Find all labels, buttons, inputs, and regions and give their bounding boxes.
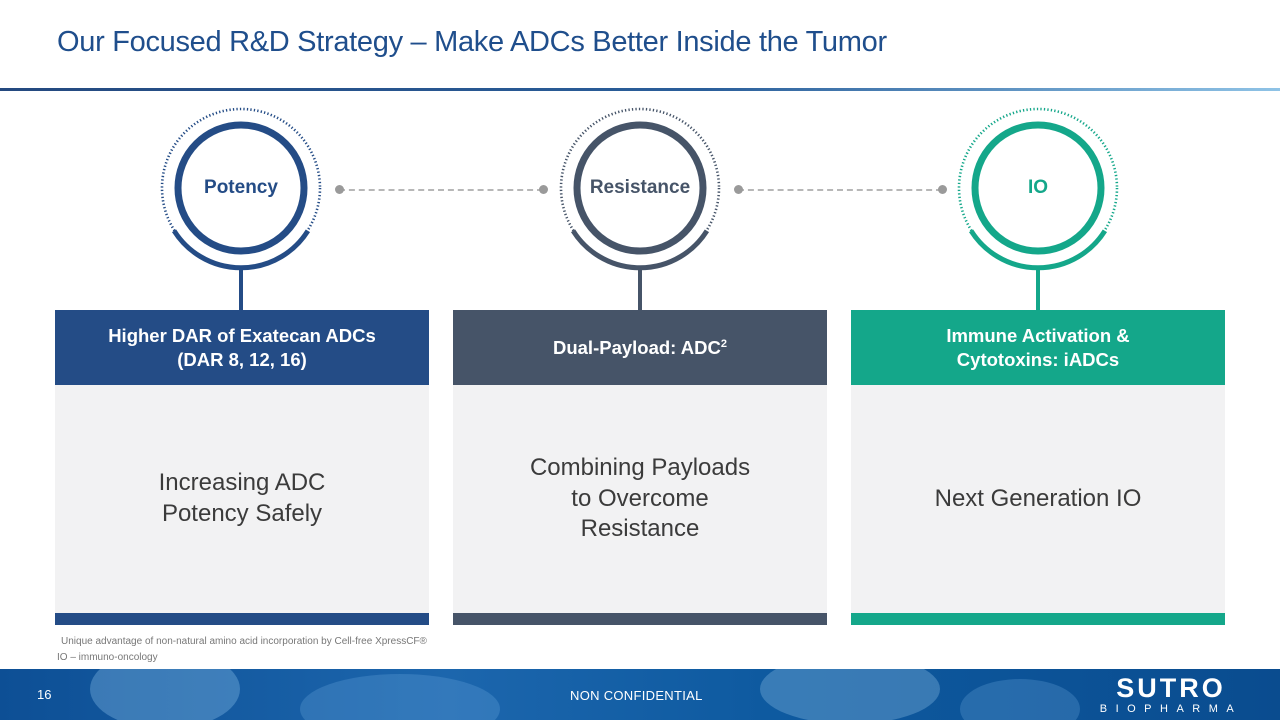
potency-card-heading: Higher DAR of Exatecan ADCs (DAR 8, 12, …	[55, 310, 429, 385]
potency-card: Higher DAR of Exatecan ADCs (DAR 8, 12, …	[55, 310, 429, 625]
resistance-body-line: Combining Payloads	[529, 453, 751, 481]
circle-label-potency: Potency	[204, 177, 278, 198]
resistance-ring-icon: Resistance	[545, 100, 735, 312]
confidentiality-label: NON CONFIDENTIAL	[570, 688, 703, 703]
io-card-body: Next Generation IO	[851, 385, 1225, 613]
io-card: Immune Activation & Cytotoxins: iADCs Ne…	[851, 310, 1225, 625]
io-heading-line: Cytotoxins: iADCs	[956, 348, 1120, 370]
background-texture	[760, 669, 940, 720]
potency-card-footer-bar	[55, 613, 429, 625]
potency-ring-icon: Potency	[146, 100, 336, 312]
page-title: Our Focused R&D Strategy – Make ADCs Bet…	[57, 26, 887, 58]
sutro-biopharma-logo: SUTRO BIOPHARMA	[1096, 675, 1246, 716]
background-texture	[90, 669, 240, 720]
potency-body-line: Potency Safely	[161, 500, 323, 527]
logo-subtitle: BIOPHARMA	[1099, 703, 1243, 715]
resistance-body-line: to Overcome	[571, 484, 709, 512]
connector-dot	[734, 185, 743, 194]
connector-potency-resistance	[339, 189, 543, 191]
connector-resistance-io	[738, 189, 942, 191]
title-divider	[0, 88, 1280, 91]
footnote-xpresscf: Unique advantage of non-natural amino ac…	[61, 636, 427, 647]
connector-dot	[335, 185, 344, 194]
connector-dot	[938, 185, 947, 194]
circle-label-resistance: Resistance	[589, 177, 691, 198]
potency-heading-line: Higher DAR of Exatecan ADCs	[108, 324, 376, 346]
footer-bar: 16 NON CONFIDENTIAL SUTRO BIOPHARMA	[0, 669, 1280, 720]
connector-dot	[539, 185, 548, 194]
io-heading-line: Immune Activation &	[946, 324, 1130, 346]
resistance-card-heading: Dual-Payload: ADC2	[453, 310, 827, 385]
background-texture	[300, 674, 500, 720]
potency-heading-line: (DAR 8, 12, 16)	[177, 348, 307, 370]
resistance-card-body: Combining Payloads to Overcome Resistanc…	[453, 385, 827, 613]
logo-wordmark: SUTRO	[1116, 673, 1226, 703]
resistance-card-footer-bar	[453, 613, 827, 625]
io-card-footer-bar	[851, 613, 1225, 625]
resistance-card: Dual-Payload: ADC2 Combining Payloads to…	[453, 310, 827, 625]
background-texture	[960, 679, 1080, 720]
footnote-io-definition: IO – immuno-oncology	[57, 652, 158, 663]
potency-card-body: Increasing ADC Potency Safely	[55, 385, 429, 613]
io-body-line: Next Generation IO	[934, 484, 1142, 512]
page-number: 16	[37, 687, 52, 702]
io-ring-icon: IO	[943, 100, 1133, 312]
potency-body-line: Increasing ADC	[158, 469, 326, 497]
resistance-heading-superscript: 2	[720, 337, 728, 350]
circle-label-io: IO	[1027, 177, 1049, 198]
io-card-heading: Immune Activation & Cytotoxins: iADCs	[851, 310, 1225, 385]
resistance-heading-text: Dual-Payload: ADC	[552, 336, 721, 358]
resistance-body-line: Resistance	[580, 515, 700, 543]
